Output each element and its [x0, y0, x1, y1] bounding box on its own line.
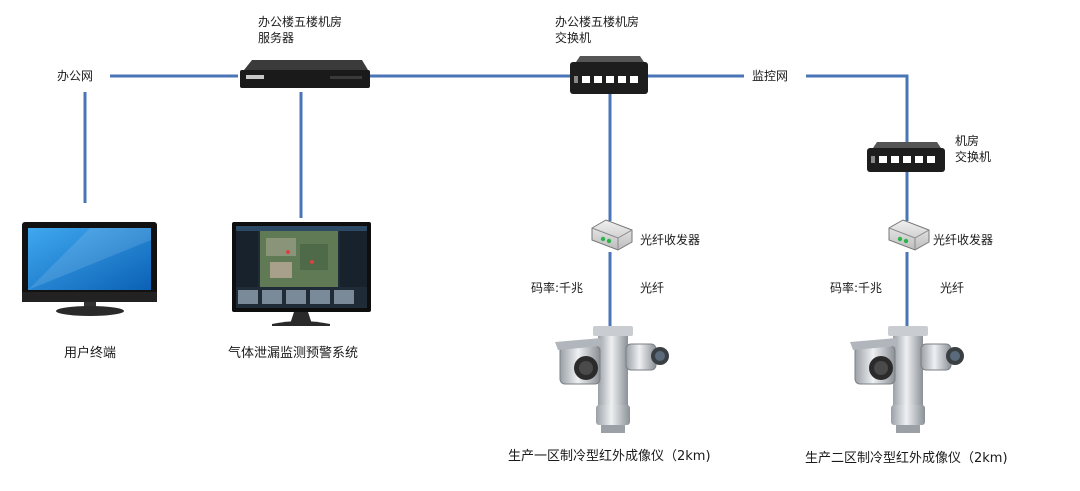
server-label-line1: 办公楼五楼机房 — [258, 15, 343, 29]
link-2-medium-label: 光纤 — [940, 281, 965, 295]
office-network-label: 办公网 — [57, 69, 94, 83]
transceiver-1-label: 光纤收发器 — [640, 233, 701, 247]
user-terminal-monitor-icon — [22, 222, 157, 316]
thermal-camera-2-icon — [850, 326, 964, 433]
camera-2-label: 生产二区制冷型红外成像仪（2km) — [805, 451, 1008, 466]
transceiver-2-icon — [888, 219, 930, 251]
server-label-line2: 服务器 — [258, 31, 295, 45]
server-icon — [240, 60, 370, 88]
thermal-camera-1-icon — [555, 326, 669, 433]
link-2-rate-label: 码率:千兆 — [830, 281, 883, 295]
room-switch-label-line2: 交换机 — [955, 150, 992, 164]
warning-system-monitor-icon — [232, 222, 371, 326]
camera-1-label: 生产一区制冷型红外成像仪（2km) — [508, 449, 711, 464]
core-switch-label-line2: 交换机 — [555, 31, 592, 45]
monitoring-network-label: 监控网 — [752, 69, 789, 83]
core-switch-label-line1: 办公楼五楼机房 — [555, 15, 640, 29]
transceiver-2-label: 光纤收发器 — [933, 233, 994, 247]
link-monitoring-to-room-switch — [806, 74, 909, 143]
link-1-rate-label: 码率:千兆 — [531, 281, 584, 295]
user-terminal-label: 用户终端 — [64, 346, 117, 361]
room-switch-label-line1: 机房 — [955, 134, 980, 148]
transceiver-1-icon — [591, 219, 633, 251]
connection-lines — [83, 74, 909, 326]
link-1-medium-label: 光纤 — [640, 281, 665, 295]
room-switch-icon — [867, 142, 945, 172]
core-switch-icon — [570, 56, 648, 94]
warning-system-label: 气体泄漏监测预警系统 — [228, 346, 359, 361]
